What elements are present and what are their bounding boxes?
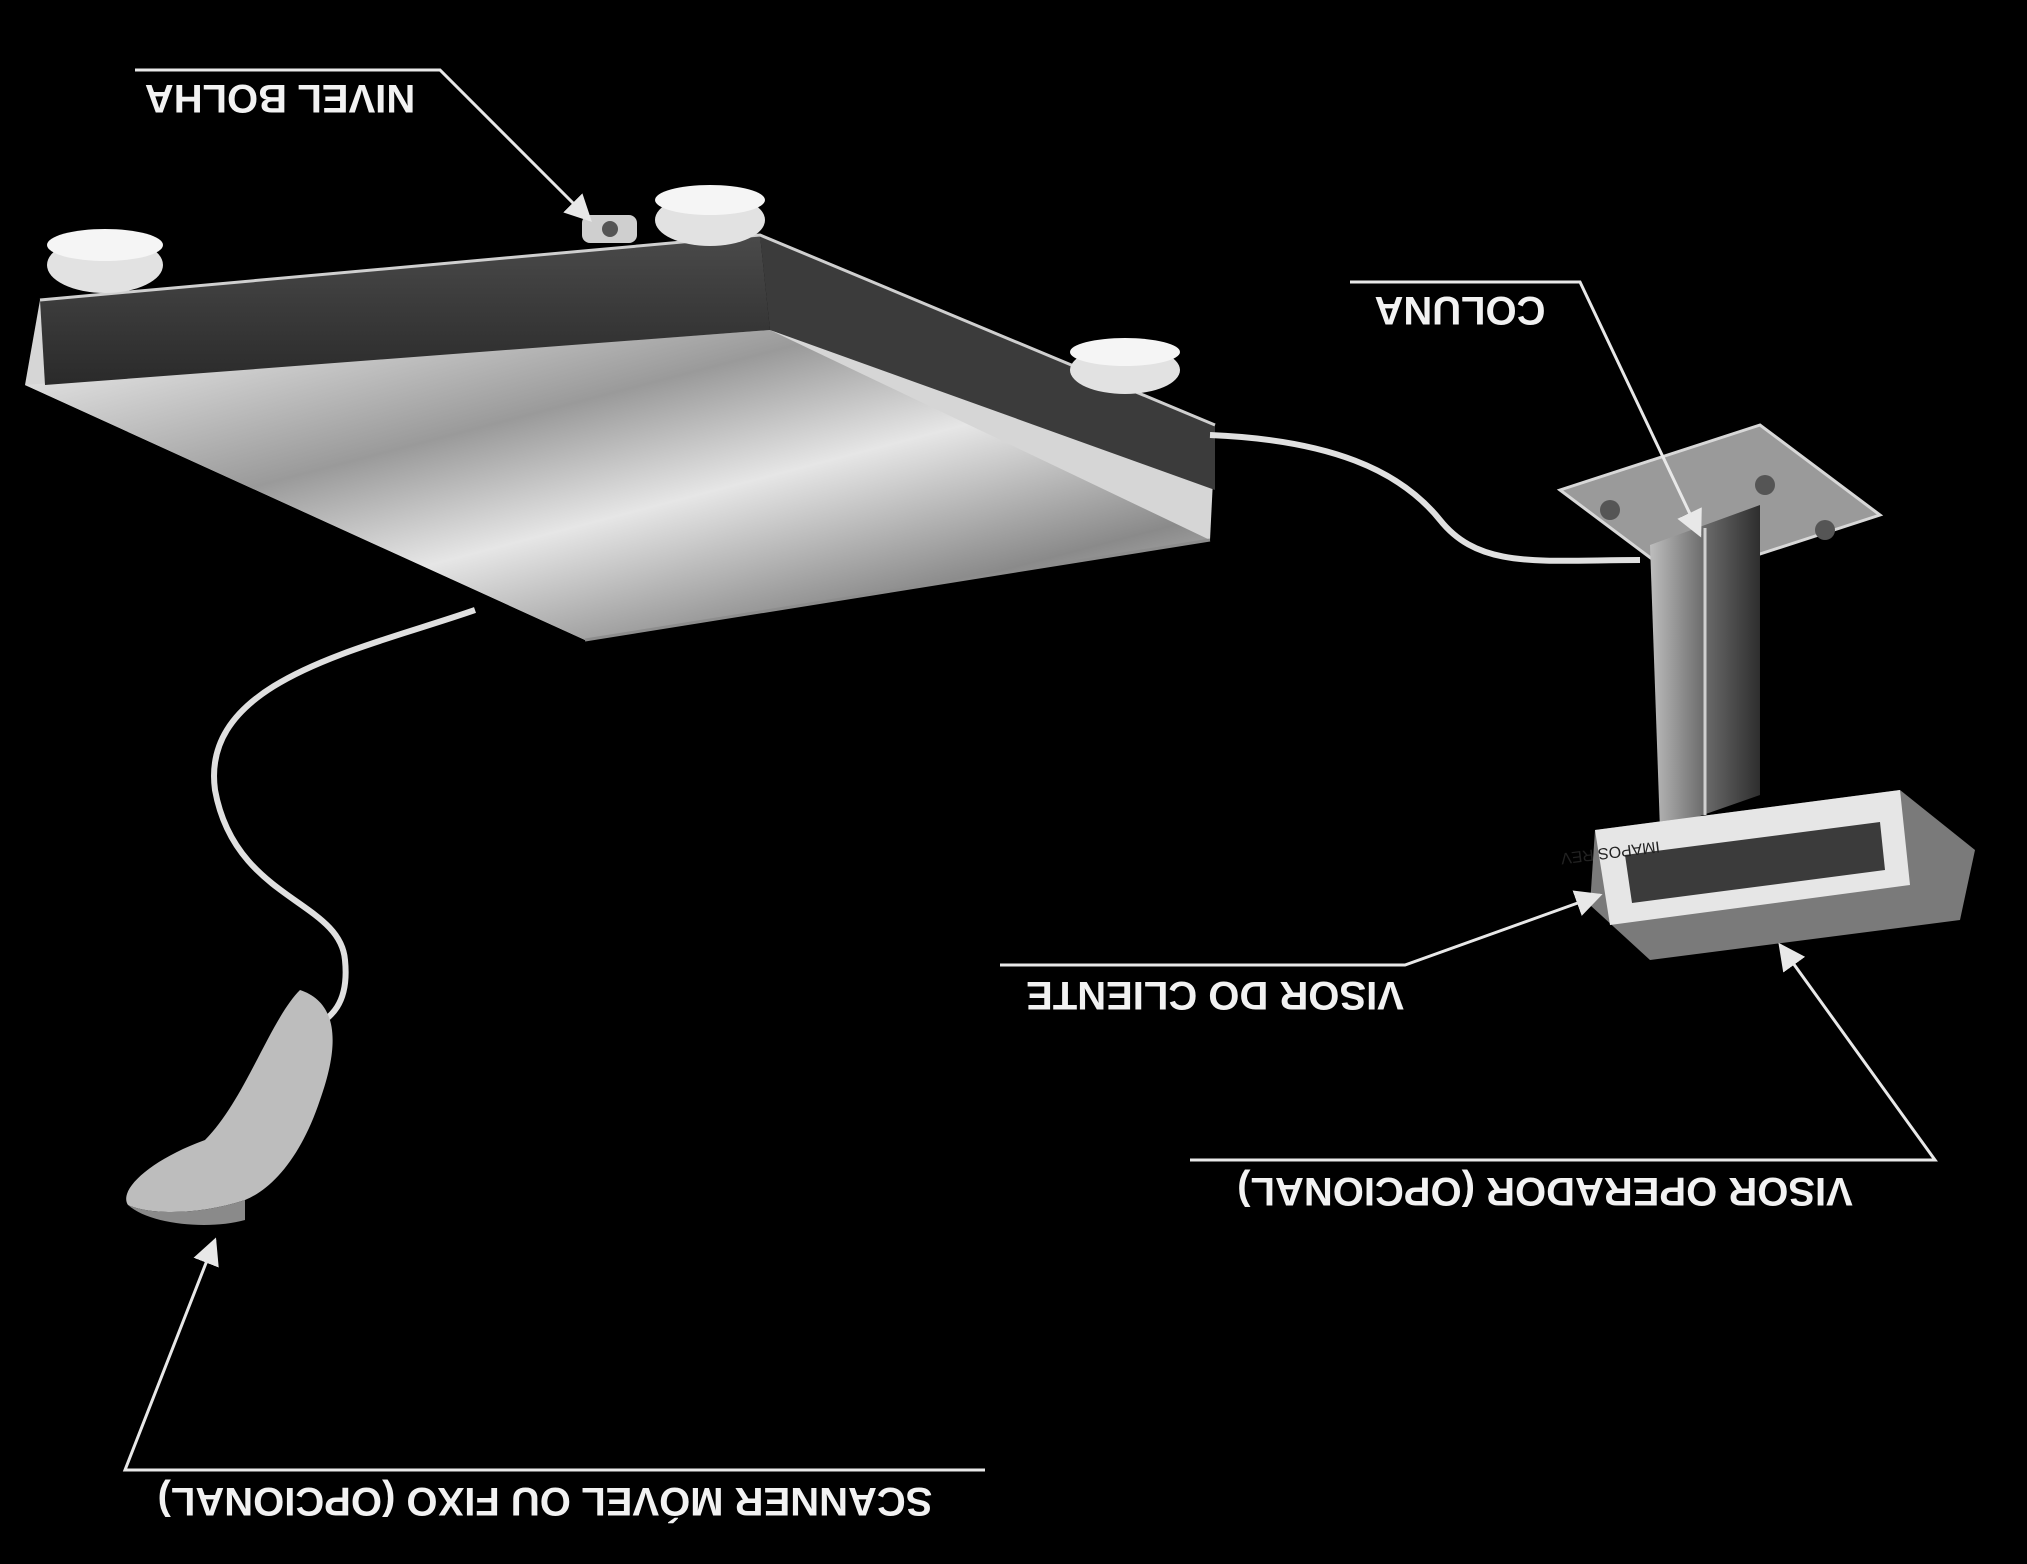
platform-surface <box>25 330 1210 640</box>
platform-rim-back <box>40 235 770 385</box>
scale-platform <box>25 185 1216 642</box>
label-scanner: SCANNER MÓVEL OU FIXO (OPCIONAL) <box>158 1479 933 1525</box>
platform-rim-right <box>760 235 1215 490</box>
scanner <box>126 990 333 1225</box>
display-unit: IMAPOS REV <box>1560 790 1975 960</box>
scanner-cable <box>211 607 476 1033</box>
leveling-foot-right <box>1070 338 1180 394</box>
bubble-level <box>582 215 637 243</box>
leveling-foot-left <box>47 229 163 293</box>
column-mount-plate <box>1556 423 1884 582</box>
column-assembly: IMAPOS REV <box>1556 423 1975 960</box>
leader-visor-cliente <box>1000 890 1603 967</box>
label-nivel-bolha: NIVEL BOLHA <box>145 76 415 120</box>
leader-nivel-bolha <box>135 68 592 222</box>
leveling-foot-center <box>655 185 765 246</box>
leader-visor-operador <box>1190 942 1938 1162</box>
label-visor-cliente: VISOR DO CLIENTE <box>1026 973 1404 1017</box>
leader-lines <box>122 68 1938 1472</box>
label-visor-operador: VISOR OPERADOR (OPCIONAL) <box>1237 1169 1853 1213</box>
label-coluna: COLUNA <box>1374 288 1545 332</box>
leader-coluna <box>1350 280 1702 538</box>
display-cable <box>1209 432 1641 564</box>
leader-scanner <box>122 1237 985 1472</box>
